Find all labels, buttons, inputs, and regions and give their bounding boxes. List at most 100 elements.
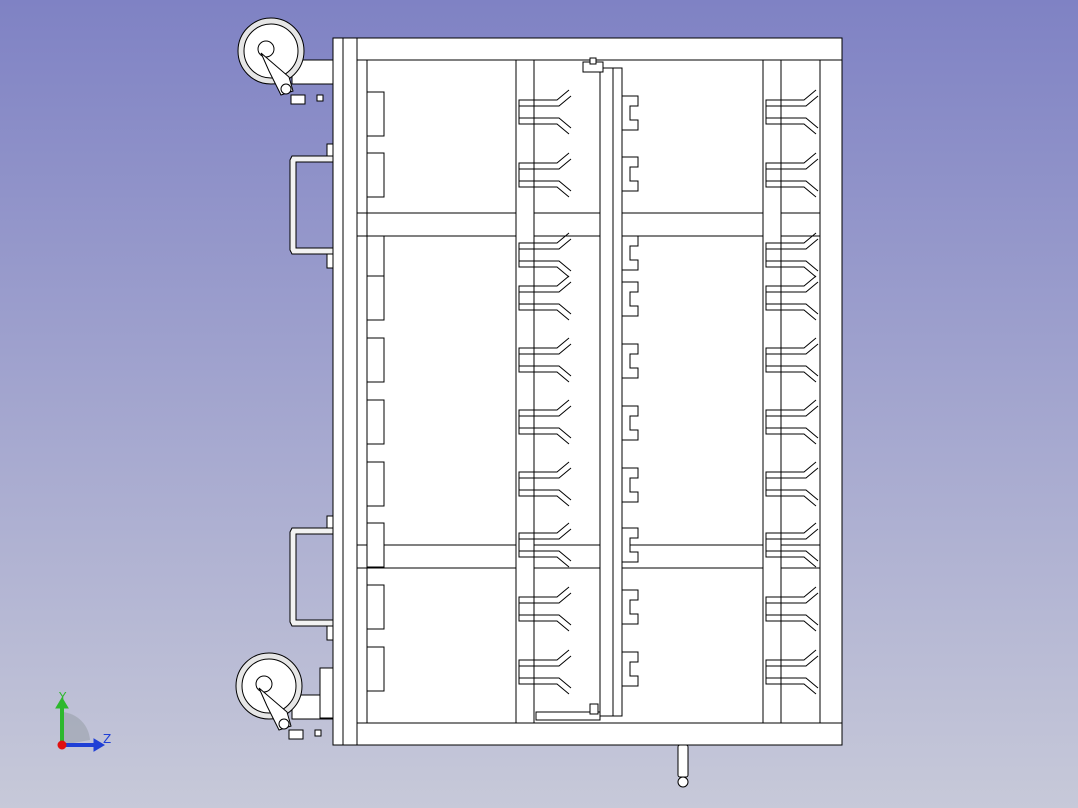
x-axis-dot <box>57 740 67 750</box>
side-tab <box>366 399 385 445</box>
hook-pair <box>518 89 572 135</box>
upright-2 <box>599 67 614 717</box>
hook-prong-lower <box>765 303 819 321</box>
hook-pair <box>518 337 572 383</box>
right-post <box>819 59 843 724</box>
hook-prong-lower <box>765 677 819 695</box>
hook-prong-lower <box>765 180 819 198</box>
hook-prong-upper <box>765 232 819 250</box>
hook-prong-lower <box>765 489 819 507</box>
hook-prong-lower <box>518 614 572 632</box>
hook-prong-upper <box>765 152 819 170</box>
hook-pair <box>765 232 819 278</box>
handle-mount-bottom <box>326 253 334 269</box>
drain-pipe[interactable] <box>677 744 689 788</box>
caster <box>237 17 334 105</box>
hook-pair <box>765 89 819 135</box>
clip-brackets[interactable] <box>621 95 639 687</box>
caster-bolt <box>316 94 324 102</box>
rack-frame[interactable] <box>332 37 843 746</box>
z-axis-label: Z <box>103 732 111 746</box>
handle-mount-bottom <box>326 625 334 641</box>
clip-bracket <box>621 281 639 317</box>
side-tab <box>366 152 385 198</box>
axis-triad: Y Z <box>55 690 111 752</box>
hook-prong-upper <box>765 522 819 540</box>
middle-rail-upper <box>356 212 821 237</box>
hook-pair <box>765 399 819 445</box>
trolley-rack-model[interactable] <box>235 17 843 788</box>
hook-prong-upper <box>765 89 819 107</box>
hook-prong-upper <box>765 275 819 293</box>
upright-1 <box>515 59 535 724</box>
hook-prong-upper <box>518 152 572 170</box>
side-tab <box>366 646 385 692</box>
bottom-bracket <box>535 711 601 721</box>
hook-pair <box>518 232 572 278</box>
hook-pair <box>518 522 572 568</box>
top-bracket-bolt <box>589 57 597 65</box>
clip-bracket <box>621 651 639 687</box>
upright-3 <box>762 59 782 724</box>
top-rail <box>332 37 843 61</box>
hook-prong-upper <box>518 586 572 604</box>
side-tab <box>366 235 385 281</box>
hook-prong-upper <box>518 522 572 540</box>
caster-axle-nut <box>280 83 292 95</box>
hook-prong-lower <box>765 427 819 445</box>
hook-prong-upper <box>518 461 572 479</box>
drain-pipe-end <box>677 776 689 788</box>
clip-bracket <box>621 343 639 379</box>
hook-pair <box>518 275 572 321</box>
caster-wheels[interactable] <box>235 17 334 740</box>
side-tab <box>366 275 385 321</box>
left-side-tabs[interactable] <box>366 91 385 692</box>
hook-prong-lower <box>518 117 572 135</box>
hook-prong-upper <box>518 232 572 250</box>
clip-bracket <box>621 405 639 441</box>
middle-rail-lower <box>356 544 821 569</box>
caster-hub <box>257 40 275 58</box>
side-tab <box>366 337 385 383</box>
hook-prong-lower <box>518 365 572 383</box>
bottom-rail <box>332 722 843 746</box>
hook-prong-upper <box>518 649 572 667</box>
hook-prong-lower <box>765 614 819 632</box>
left-post <box>332 37 358 746</box>
frame-outline <box>332 37 843 746</box>
hook-pair <box>765 649 819 695</box>
hook-prong-upper <box>518 89 572 107</box>
hook-prong-lower <box>518 303 572 321</box>
hook-pair <box>765 586 819 632</box>
hook-rows[interactable] <box>518 89 819 695</box>
hook-pair <box>518 152 572 198</box>
hook-prong-upper <box>765 649 819 667</box>
hook-prong-lower <box>518 550 572 568</box>
hook-prong-lower <box>765 550 819 568</box>
caster-hub <box>255 675 273 693</box>
hook-pair <box>765 275 819 321</box>
hook-pair <box>765 152 819 198</box>
hook-prong-upper <box>765 461 819 479</box>
hook-prong-lower <box>518 260 572 278</box>
caster <box>235 652 334 740</box>
hook-pair <box>518 649 572 695</box>
hook-prong-lower <box>765 365 819 383</box>
y-axis-label: Y <box>58 690 67 704</box>
hook-pair <box>518 461 572 507</box>
side-tab <box>366 91 385 137</box>
clip-bracket <box>621 156 639 192</box>
hook-pair <box>765 337 819 383</box>
hook-prong-lower <box>518 677 572 695</box>
hook-prong-lower <box>765 260 819 278</box>
side-tab <box>366 522 385 568</box>
clip-bracket <box>621 95 639 131</box>
hook-pair <box>765 461 819 507</box>
clip-bracket <box>621 527 639 563</box>
hook-prong-lower <box>518 180 572 198</box>
hook-pair <box>518 399 572 445</box>
hook-prong-upper <box>518 275 572 293</box>
caster-bolt <box>314 729 322 737</box>
